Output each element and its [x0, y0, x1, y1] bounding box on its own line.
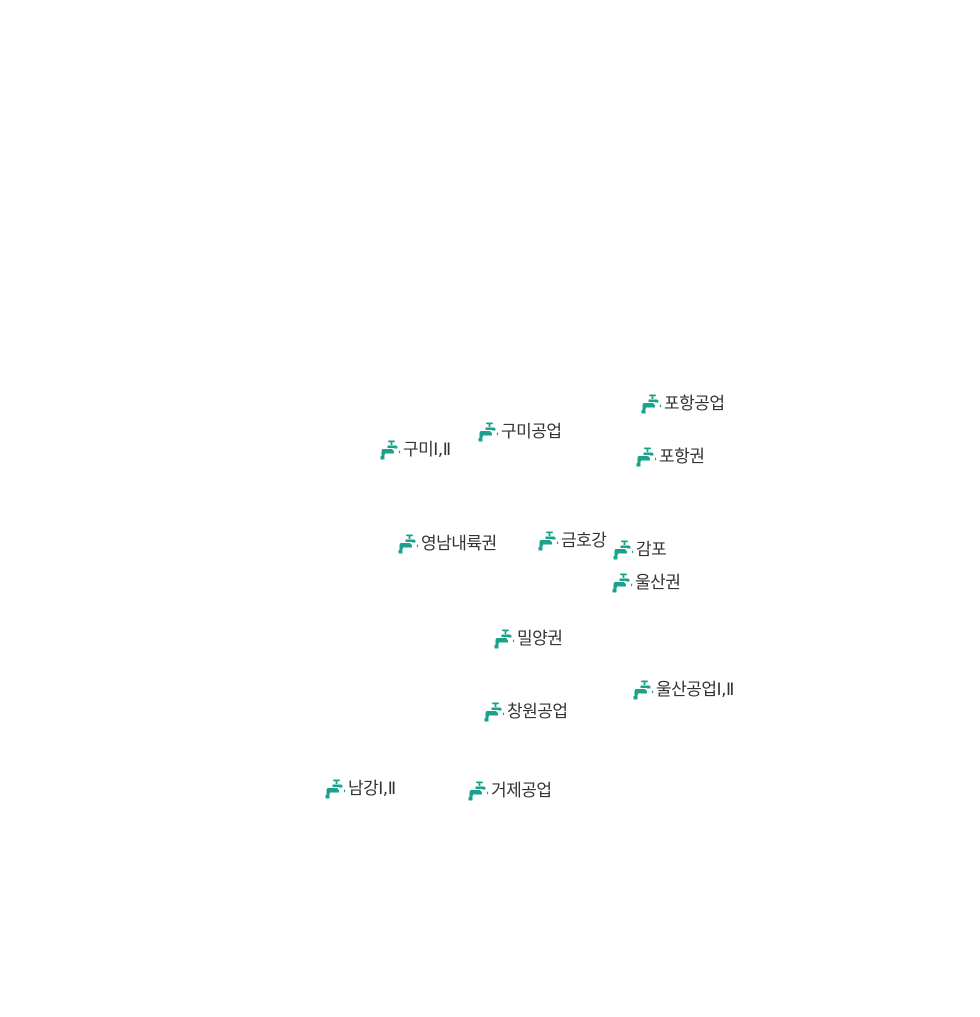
marker-geoje-industrial[interactable]: 거제공업: [468, 780, 552, 802]
marker-label: 영남내륙권: [421, 534, 497, 554]
marker-label: 구미Ⅰ,Ⅱ: [403, 440, 451, 460]
marker-gumi[interactable]: 구미Ⅰ,Ⅱ: [380, 439, 451, 461]
water-faucet-icon: [538, 530, 560, 552]
marker-namgang[interactable]: 남강Ⅰ,Ⅱ: [325, 778, 396, 800]
marker-miryang[interactable]: 밀양권: [494, 628, 563, 650]
marker-label: 포항공업: [664, 394, 725, 414]
marker-label: 금호강: [561, 531, 607, 551]
water-faucet-icon: [484, 701, 506, 723]
marker-label: 밀양권: [517, 629, 563, 649]
water-faucet-icon: [468, 780, 490, 802]
water-faucet-icon: [612, 572, 634, 594]
marker-ulsan-industrial[interactable]: 울산공업Ⅰ,Ⅱ: [633, 679, 734, 701]
marker-label: 창원공업: [507, 702, 568, 722]
marker-label: 울산공업Ⅰ,Ⅱ: [656, 680, 734, 700]
marker-pohang[interactable]: 포항권: [636, 446, 705, 468]
marker-yeongnam-inland[interactable]: 영남내륙권: [398, 533, 497, 555]
marker-label: 감포: [636, 540, 667, 560]
marker-label: 거제공업: [491, 781, 552, 801]
marker-ulsan[interactable]: 울산권: [612, 572, 681, 594]
marker-gumi-industrial[interactable]: 구미공업: [478, 421, 562, 443]
water-faucet-icon: [478, 421, 500, 443]
marker-label: 남강Ⅰ,Ⅱ: [348, 779, 396, 799]
marker-label: 울산권: [635, 573, 681, 593]
marker-changwon-industrial[interactable]: 창원공업: [484, 701, 568, 723]
water-faucet-icon: [380, 439, 402, 461]
water-faucet-icon: [633, 679, 655, 701]
marker-label: 구미공업: [501, 422, 562, 442]
water-faucet-icon: [325, 778, 347, 800]
marker-pohang-industrial[interactable]: 포항공업: [641, 393, 725, 415]
water-faucet-icon: [641, 393, 663, 415]
marker-gampo[interactable]: 감포: [613, 539, 667, 561]
water-faucet-icon: [494, 628, 516, 650]
marker-label: 포항권: [659, 447, 705, 467]
water-faucet-icon: [398, 533, 420, 555]
marker-geumho-river[interactable]: 금호강: [538, 530, 607, 552]
water-faucet-icon: [613, 539, 635, 561]
water-faucet-icon: [636, 446, 658, 468]
